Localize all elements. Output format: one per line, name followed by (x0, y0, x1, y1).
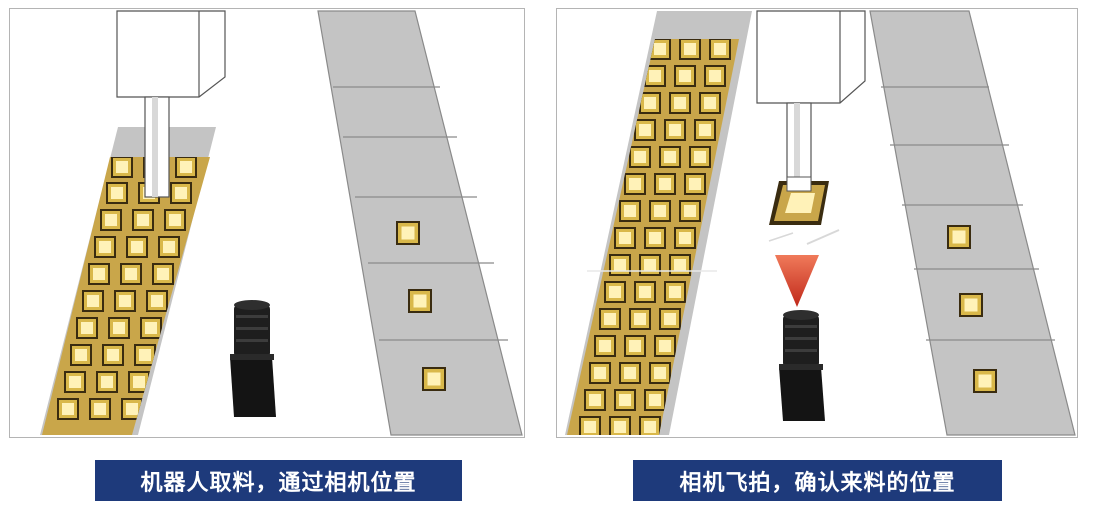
caption-right: 相机飞拍，确认来料的位置 (633, 460, 1002, 501)
light-beam-icon (775, 255, 819, 307)
chip-icon (408, 289, 432, 313)
chip-icon (422, 367, 446, 391)
chip-icon (973, 369, 997, 393)
chip-icon (947, 225, 971, 249)
camera-icon (230, 300, 276, 417)
scene-left (40, 10, 523, 436)
conveyor-tray-right (317, 10, 523, 436)
picked-chip (769, 176, 829, 225)
chip-icon (396, 221, 420, 245)
robot-nozzle-icon (116, 10, 226, 198)
scene-right (565, 10, 1076, 436)
panel-left (9, 8, 525, 438)
camera-icon (779, 310, 825, 421)
caption-left: 机器人取料，通过相机位置 (95, 460, 462, 501)
chip-tray-left (40, 127, 216, 435)
chip-tray-left (565, 11, 752, 435)
panel-right (556, 8, 1078, 438)
conveyor-tray-right (869, 10, 1076, 436)
chip-icon (959, 293, 983, 317)
robot-nozzle-icon (756, 10, 866, 198)
